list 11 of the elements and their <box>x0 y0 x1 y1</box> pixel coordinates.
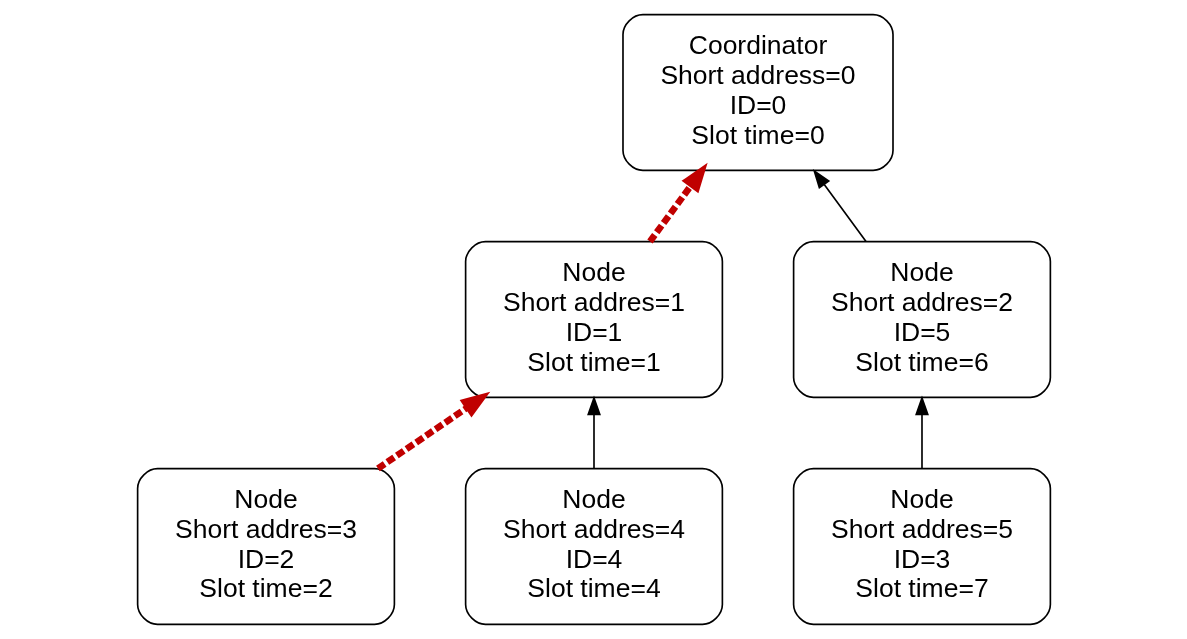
node-box: Node Short addres=4 ID=4 Slot time=4 <box>464 467 723 626</box>
node-box: Node Short addres=1 ID=1 Slot time=1 <box>464 240 723 399</box>
arrow <box>586 395 601 470</box>
node-box: Coordinator Short address=0 ID=0 Slot time=0 <box>621 13 894 172</box>
node-box: Node Short addres=2 ID=5 Slot time=6 <box>792 240 1051 399</box>
arrow <box>812 168 867 243</box>
arrow <box>375 391 490 472</box>
node-box: Node Short addres=3 ID=2 Slot time=2 <box>136 467 395 626</box>
node-box: Node Short addres=5 ID=3 Slot time=7 <box>792 467 1051 626</box>
arrow <box>914 395 929 470</box>
arrow <box>646 162 708 244</box>
